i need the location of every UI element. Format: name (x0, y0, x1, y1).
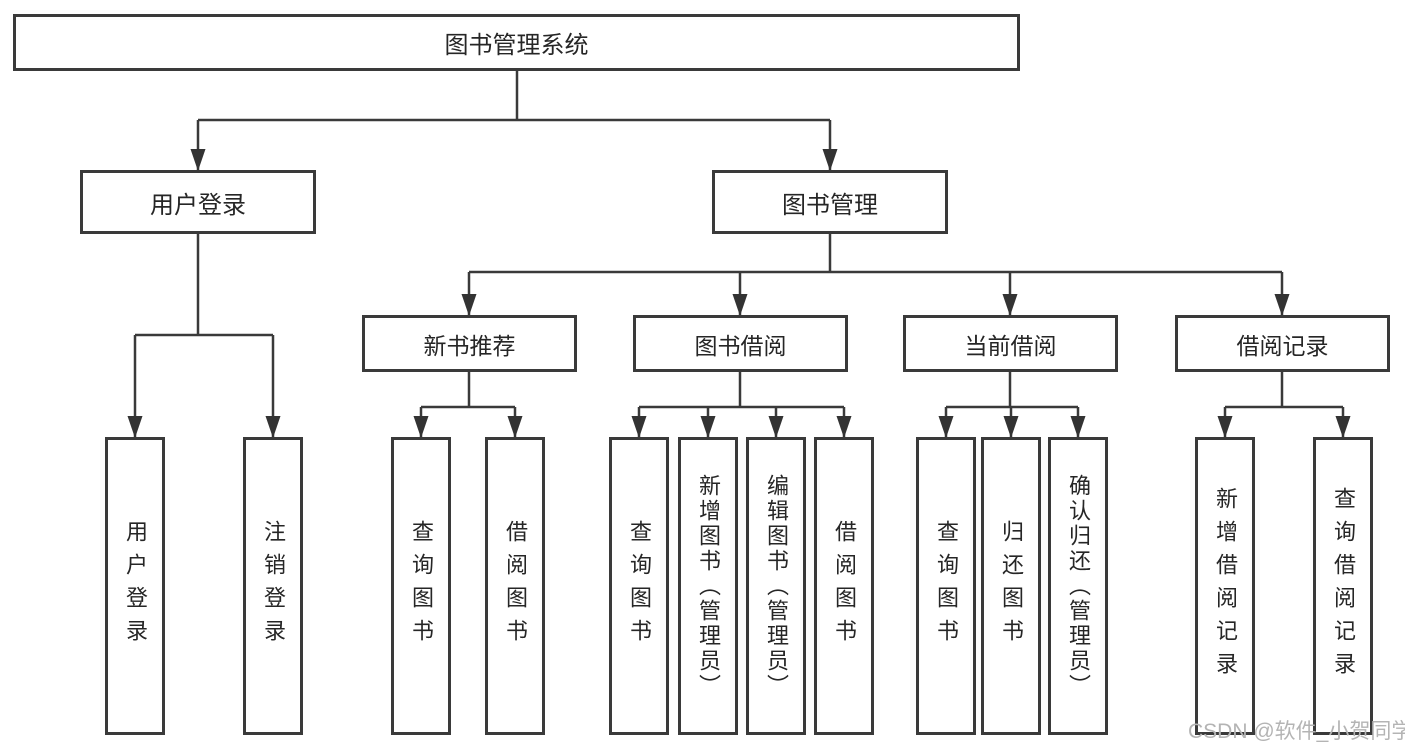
group-current-borrow: 当前借阅 (903, 315, 1118, 372)
leaf-label: 查询图书 (409, 520, 434, 652)
leaf-query-books-recommend: 查询图书 (391, 437, 451, 735)
leaf-borrow-books: 借阅图书 (814, 437, 874, 735)
node-label: 图书借阅 (694, 332, 787, 359)
leaf-label: 新增图书（管理员） (696, 473, 721, 699)
leaf-label: 查询借阅记录 (1331, 487, 1356, 685)
connector-group-records (1217, 372, 1351, 438)
leaf-label: 注销登录 (261, 520, 286, 652)
branch-book-management: 图书管理 (712, 170, 948, 234)
node-label: 新书推荐 (423, 332, 516, 359)
leaf-label: 借阅图书 (832, 520, 857, 652)
node-label: 借阅记录 (1236, 332, 1329, 359)
leaf-label: 借阅图书 (503, 520, 528, 652)
node-library-management-system: 图书管理系统 (13, 14, 1020, 71)
leaf-return-book: 归还图书 (981, 437, 1041, 735)
connector-group-borrow (631, 372, 852, 438)
leaf-add-borrow-record: 新增借阅记录 (1195, 437, 1255, 735)
leaf-logout: 注销登录 (243, 437, 303, 735)
node-label: 用户登录 (150, 191, 246, 219)
leaf-edit-book-admin: 编辑图书（管理员） (746, 437, 806, 735)
node-label: 图书管理系统 (444, 32, 589, 59)
group-borrow-records: 借阅记录 (1175, 315, 1390, 372)
connector-user-branch (127, 234, 281, 438)
connector-root-to-level2 (190, 71, 838, 171)
group-book-borrow: 图书借阅 (633, 315, 848, 372)
branch-user-login: 用户登录 (80, 170, 316, 234)
leaf-query-books-borrow: 查询图书 (609, 437, 669, 735)
leaf-label: 归还图书 (999, 520, 1024, 652)
leaf-label: 编辑图书（管理员） (764, 473, 789, 699)
leaf-add-book-admin: 新增图书（管理员） (678, 437, 738, 735)
leaf-borrow-books-recommend: 借阅图书 (485, 437, 545, 735)
leaf-label: 查询图书 (627, 520, 652, 652)
leaf-label: 确认归还（管理员） (1066, 473, 1091, 699)
group-new-book-recommend: 新书推荐 (362, 315, 577, 372)
node-label: 当前借阅 (964, 332, 1057, 359)
leaf-query-books-current: 查询图书 (916, 437, 976, 735)
leaf-label: 新增借阅记录 (1213, 487, 1238, 685)
connector-group-recommend (413, 372, 523, 438)
connector-group-current (938, 372, 1086, 438)
connector-book-branch (461, 234, 1290, 316)
leaf-confirm-return-admin: 确认归还（管理员） (1048, 437, 1108, 735)
node-label: 图书管理 (782, 191, 878, 219)
leaf-query-borrow-record: 查询借阅记录 (1313, 437, 1373, 735)
leaf-label: 用户登录 (123, 520, 148, 652)
leaf-user-login: 用户登录 (105, 437, 165, 735)
leaf-label: 查询图书 (934, 520, 959, 652)
